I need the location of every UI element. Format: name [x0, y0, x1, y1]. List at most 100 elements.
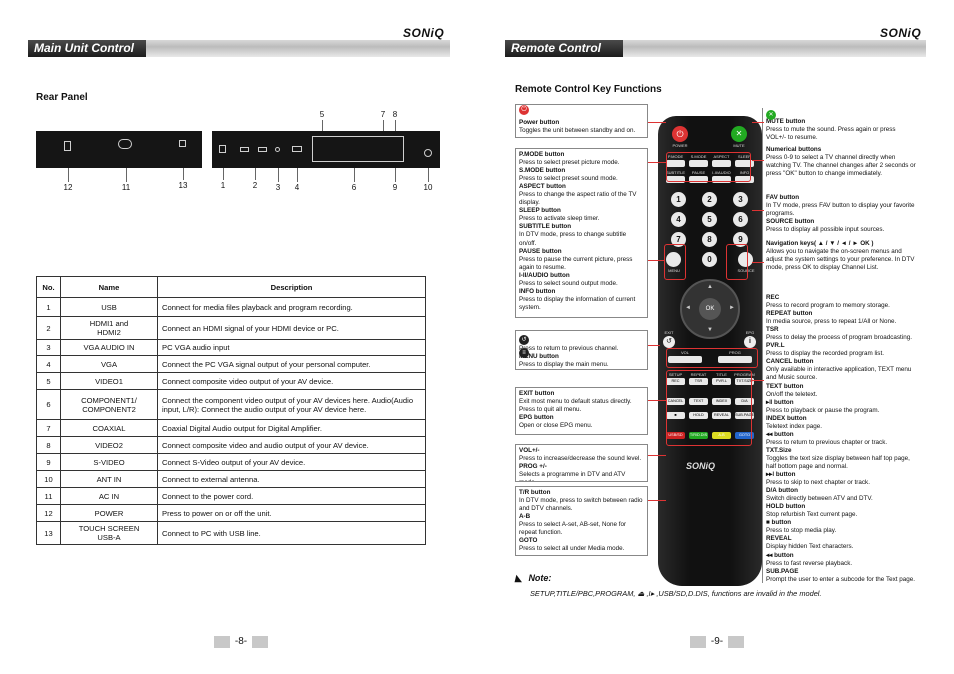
remote-button: TSR	[689, 378, 708, 385]
rear-panel-heading: Rear Panel	[36, 92, 88, 103]
remote-button	[712, 176, 731, 183]
left-arrow-icon: ◄	[685, 305, 691, 311]
callout-title: PVR.L	[766, 342, 785, 350]
remote-number-button: 7	[671, 232, 686, 247]
callout-desc: Press to pause the current picture, pres…	[519, 255, 633, 271]
callout-title: SUB.PAGE	[766, 567, 799, 575]
callout-title: GOTO	[519, 537, 538, 545]
callout-9: 9	[392, 183, 398, 192]
cell-no: 3	[36, 339, 61, 356]
callout-desc: Press to select A-set, AB-set, None for …	[519, 521, 627, 537]
remote-number-button: 0	[702, 252, 717, 267]
callout-desc: In DTV mode, press to change subtitle on…	[519, 231, 627, 247]
cell-name: COAXIAL	[60, 419, 158, 437]
callout-title: Navigation keys( ▲ / ▼ / ◄ / ► OK )	[766, 240, 874, 247]
callout-desc: In DTV mode, press to switch between rad…	[519, 497, 643, 513]
section-header-remote: Remote Control	[505, 40, 926, 57]
remote-ok-button: OK	[699, 298, 721, 320]
cell-name: USB	[60, 297, 158, 317]
remote-number-button: 9	[733, 232, 748, 247]
callout-desc: Press to playback or pause the program.	[766, 406, 880, 414]
power-switch	[64, 141, 71, 151]
remote-button	[666, 176, 685, 183]
right-arrow-icon: ►	[729, 305, 735, 311]
callout-title: ■ button	[766, 519, 792, 527]
remote-button: INDEX	[712, 398, 731, 405]
callout-desc: Prompt the user to enter a subcode for t…	[766, 575, 916, 583]
remote-button: REVEAL	[712, 412, 731, 419]
note-arrow-icon: ◣	[515, 573, 522, 583]
remote-button-label: TITLE	[716, 372, 727, 377]
cell-name: ANT IN	[60, 470, 158, 488]
remote-number-button: 3	[733, 192, 748, 207]
callout-title: S.MODE button	[519, 167, 566, 175]
callout-desc: Display hidden Text characters.	[766, 543, 854, 551]
remote-prog-rocker	[718, 356, 752, 363]
callout-desc: Press to return to previous chapter or t…	[766, 438, 888, 446]
callout-title: ASPECT button	[519, 183, 566, 191]
cell-name: AC IN	[60, 487, 158, 505]
ant-in-port	[424, 149, 432, 157]
callout-title: EPG button	[519, 414, 554, 422]
rear-panel-right-section	[212, 131, 440, 168]
remote-source-button	[738, 252, 753, 267]
callout-desc: Press to record program to memory storag…	[766, 302, 890, 310]
brand-logo-left: SONiQ	[403, 26, 445, 40]
callout-title: INFO button	[519, 287, 556, 295]
callout-desc: Only available in interactive applicatio…	[766, 366, 912, 382]
callout-desc: In media source, press to repeat 1/All o…	[766, 318, 897, 326]
callout-desc: Toggles the text size display between ha…	[766, 454, 910, 470]
callout-title: PROG +/-	[519, 463, 547, 471]
cell-desc: Connect the PC VGA signal output of your…	[157, 355, 426, 373]
up-arrow-icon: ▲	[707, 284, 713, 290]
section-header-main-unit: Main Unit Control	[28, 40, 450, 57]
remote-logo: SONiQ	[686, 461, 716, 471]
rear-panel-left-section	[36, 131, 202, 168]
callout-desc: Press to display all possible input sour…	[766, 226, 885, 234]
callout-title: A-B	[519, 513, 531, 521]
remote-exit-button: ↺	[663, 336, 675, 348]
callout-11: 11	[121, 183, 131, 192]
callout-title: TXT.Size	[766, 446, 792, 454]
remote-button: TEXT	[689, 398, 708, 405]
callout-title: EXIT button	[519, 390, 555, 397]
remote-button-label: SUBTITLE	[665, 170, 686, 175]
remote-button-label: PAUSE	[691, 170, 706, 175]
remote-button: SUB.PAGE	[735, 412, 754, 419]
remote-number-button: 4	[671, 212, 686, 227]
remote-number-button: 1	[671, 192, 686, 207]
remote-number-button: 6	[733, 212, 748, 227]
cell-desc: Connect the component video output of yo…	[157, 389, 426, 420]
callout-desc: Stop refurbish Text current page.	[766, 511, 858, 519]
cell-desc: Press to power on or off the unit.	[157, 504, 426, 522]
cell-no: 8	[36, 436, 61, 454]
callout-title: VOL+/-	[519, 447, 540, 454]
callout-desc: On/off the teletext.	[766, 390, 818, 398]
callout-desc: In TV mode, press FAV button to display …	[766, 202, 915, 218]
callout-title: HOLD button	[766, 503, 806, 511]
cell-name: VGA	[60, 355, 158, 373]
callout-desc: Press to select preset picture mode.	[519, 159, 620, 167]
vga-audio-port	[275, 147, 280, 152]
remote-button	[735, 176, 754, 183]
remote-button: REC	[666, 378, 685, 385]
callout-title: ◂◂ button	[766, 551, 794, 559]
cell-no: 13	[36, 521, 61, 545]
hdmi1-port	[240, 147, 249, 152]
cell-name: S-VIDEO	[60, 453, 158, 471]
down-arrow-icon: ▼	[707, 327, 713, 333]
callout-title: I-II/AUDIO button	[519, 271, 570, 279]
callout-desc: Press to activate sleep timer.	[519, 215, 600, 223]
return-icon: ↺	[519, 335, 529, 345]
callout-title: SLEEP button	[519, 207, 561, 215]
callout-title: Power button	[519, 119, 560, 126]
callout-box: Navigation keys( ▲ / ▼ / ◄ / ► OK )Allow…	[762, 239, 920, 293]
callout-title: INDEX button	[766, 414, 807, 422]
remote-epg-button: i	[744, 336, 756, 348]
callout-title: PAUSE button	[519, 247, 562, 255]
